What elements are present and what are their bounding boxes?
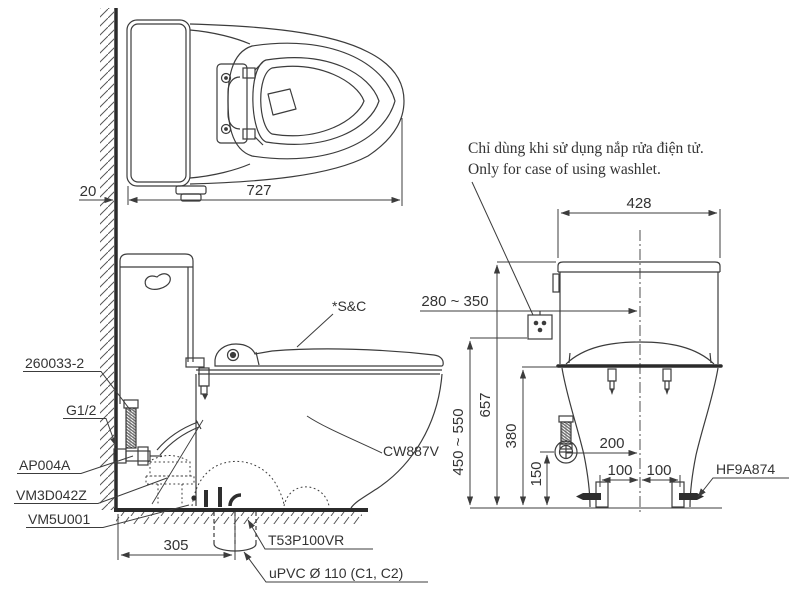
leader-flange — [26, 504, 190, 528]
tank-front — [552, 261, 721, 364]
leader-gasket — [14, 477, 168, 504]
seat-bolt-right — [662, 368, 672, 395]
leader-bowl-model — [306, 415, 383, 454]
side-view — [113, 253, 444, 552]
leader-bolt-cap — [697, 477, 789, 498]
leader-lines — [14, 181, 789, 583]
trap-hidden — [191, 460, 330, 507]
power-outlet-icon — [527, 311, 553, 340]
dim-wall-gap: 20 — [80, 183, 97, 200]
stop-valve-front — [554, 415, 578, 464]
label-bowl-model: CW887V — [383, 443, 440, 459]
tank-plan — [126, 19, 191, 187]
leader-drain-pipe — [243, 551, 428, 583]
label-drain-pipe: uPVC Ø 110 (C1, C2) — [269, 565, 403, 581]
wall-section — [100, 8, 118, 510]
flush-lever — [144, 273, 171, 290]
seat-front — [556, 341, 723, 395]
water-spot — [267, 88, 297, 116]
annotations: Chỉ dùng khi sử dụng nắp rửa điện tử. On… — [16, 140, 775, 581]
dim-bolt-right: 100 — [646, 462, 671, 479]
hinge-bracket-plan — [216, 61, 264, 146]
note-english: Only for case of using washlet. — [468, 161, 661, 178]
dimension-lines — [79, 118, 722, 560]
label-bolt-cap: HF9A874 — [716, 461, 775, 477]
supply-hose-assembly — [113, 399, 162, 466]
leader-drain-joint — [247, 519, 373, 550]
dim-outlet-side: 450 ~ 550 — [450, 408, 467, 475]
dim-rim-height: 380 — [503, 423, 520, 448]
floor-flange-hidden — [145, 455, 195, 504]
top-view — [126, 19, 405, 202]
washlet-seat-side — [214, 343, 444, 367]
trap-elbow-mark — [228, 493, 242, 507]
bolt-cap-left — [576, 493, 601, 500]
seat-bolt-left — [607, 368, 617, 395]
dim-rough-in: 305 — [163, 537, 188, 554]
dim-depth: 727 — [246, 182, 271, 199]
dim-valve-height: 150 — [528, 461, 545, 486]
label-drain-joint: T53P100VR — [268, 532, 344, 548]
body-outline-plan — [189, 23, 405, 185]
floor-section — [114, 508, 368, 524]
dim-total-height: 657 — [477, 392, 494, 417]
front-view — [527, 230, 723, 514]
leader-note — [471, 181, 534, 316]
label-gasket: VM3D042Z — [16, 487, 87, 503]
bowl-front-profile — [350, 373, 443, 509]
supply-connector-plan — [175, 185, 207, 202]
trap-fasteners — [191, 487, 222, 507]
note-vietnamese: Chỉ dùng khi sử dụng nắp rửa điện tử. — [468, 140, 704, 157]
label-flange: VM5U001 — [28, 511, 90, 527]
label-seat-model: *S&C — [332, 298, 366, 314]
dim-width: 428 — [626, 195, 651, 212]
tank-side — [119, 253, 194, 404]
dim-outlet-height: 280 ~ 350 — [421, 293, 488, 310]
label-thread: G1/2 — [66, 402, 97, 418]
dim-valve-offset: 200 — [599, 435, 624, 452]
leader-seat-model — [296, 313, 334, 348]
leader-thread — [63, 418, 117, 447]
label-supply-hose: 260033-2 — [25, 355, 84, 371]
dim-bolt-left: 100 — [607, 462, 632, 479]
bowl-side — [185, 357, 443, 509]
label-angle-valve: AP004A — [19, 457, 71, 473]
leader-angle-valve — [17, 455, 134, 474]
leader-supply-hose — [23, 371, 132, 412]
